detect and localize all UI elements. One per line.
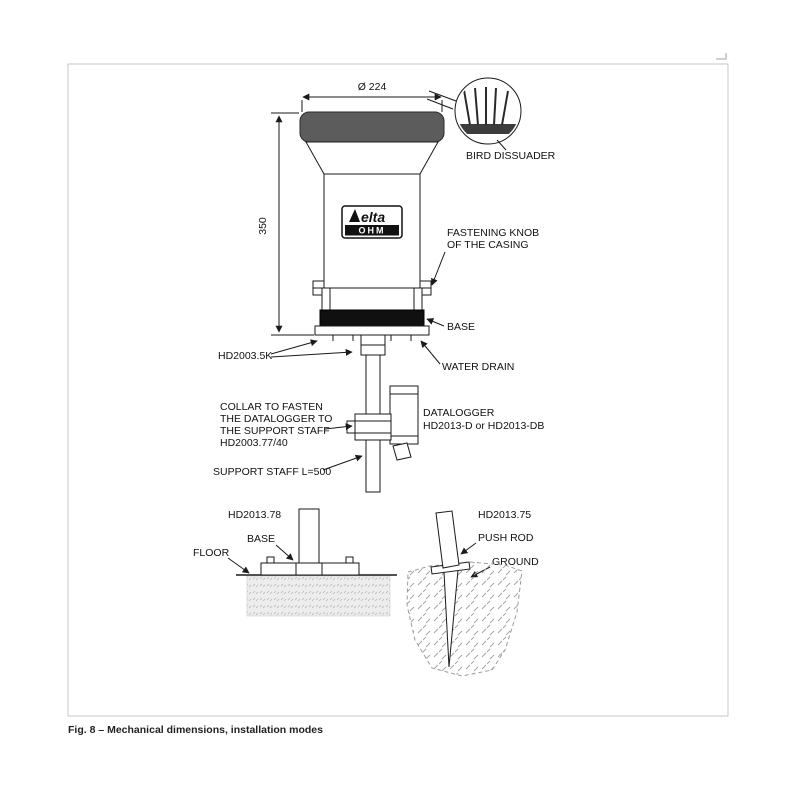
label-datalogger-line2: HD2013-D or HD2013-DB (423, 420, 544, 432)
device-lower-section (321, 287, 423, 311)
label-base-part: HD2003.5K (218, 350, 272, 362)
callout-base: BASE (426, 318, 475, 333)
floor-staff-tube (298, 508, 320, 564)
callout-support-staff: SUPPORT STAFF L=500 (213, 454, 363, 478)
datalogger-box (389, 385, 419, 461)
brand-name-top: elta (361, 209, 385, 225)
label-floor-base: BASE (247, 533, 275, 545)
label-datalogger-line1: DATALOGGER (423, 407, 495, 419)
ground-area (406, 561, 523, 677)
device-cap (299, 111, 445, 143)
floor-block (246, 575, 391, 617)
dimension-height: 350 (257, 112, 314, 336)
ground-staff-tube (435, 510, 460, 569)
collar-knob (346, 420, 356, 434)
device-funnel (305, 141, 439, 175)
callout-datalogger: DATALOGGER HD2013-D or HD2013-DB (423, 407, 544, 432)
ground-installation-drawing: HD2013.75 PUSH ROD GROUND (406, 509, 539, 677)
floor-bolt-right (345, 556, 354, 564)
brand-logo: elta OHM (341, 205, 403, 239)
floor-base-flange (260, 562, 360, 576)
bird-dissuader-detail: BIRD DISSUADER (426, 77, 556, 162)
delta-triangle-icon (349, 209, 360, 222)
label-base: BASE (447, 321, 475, 333)
label-floor: FLOOR (193, 547, 230, 559)
label-support-staff: SUPPORT STAFF L=500 (213, 466, 331, 478)
label-fastening-knob-line2: OF THE CASING (447, 239, 528, 251)
label-collar-line1: COLLAR TO FASTEN (220, 401, 323, 413)
diameter-dimension-text: Ø 224 (358, 81, 387, 93)
callout-base-part: HD2003.5K (218, 339, 353, 362)
floor-bolt-left (266, 556, 275, 564)
callout-water-drain: WATER DRAIN (420, 340, 514, 373)
label-collar-line2: THE DATALOGGER TO (220, 413, 332, 425)
label-bird-dissuader: BIRD DISSUADER (466, 150, 556, 162)
label-water-drain: WATER DRAIN (442, 361, 514, 373)
height-dimension-text: 350 (257, 217, 269, 235)
detail-circle (454, 77, 522, 145)
corner-mark (716, 53, 727, 60)
bird-dissuader-spikes (458, 87, 518, 134)
brand-name-bottom: OHM (359, 226, 386, 236)
callout-fastening-knob: FASTENING KNOB OF THE CASING (431, 227, 539, 286)
label-fastening-knob-line1: FASTENING KNOB (447, 227, 539, 239)
label-push-rod: PUSH ROD (478, 532, 534, 544)
datalogger-bracket (392, 442, 412, 461)
dimension-diameter: Ø 224 (301, 81, 443, 112)
figure-caption: Fig. 8 – Mechanical dimensions, installa… (68, 724, 323, 736)
device-drawing: elta OHM (299, 111, 445, 493)
callout-collar: COLLAR TO FASTEN THE DATALOGGER TO THE S… (220, 401, 353, 449)
label-collar-line4: HD2003.77/40 (220, 437, 288, 449)
label-collar-line3: THE SUPPORT STAFF (220, 425, 330, 437)
label-ground-part: HD2013.75 (478, 509, 531, 521)
collar-clamp (346, 413, 392, 441)
label-floor-part: HD2013.78 (228, 509, 281, 521)
floor-installation-drawing: HD2013.78 BASE FLOOR (193, 508, 397, 617)
figure-border (67, 63, 729, 717)
device-base-ring (319, 309, 425, 327)
